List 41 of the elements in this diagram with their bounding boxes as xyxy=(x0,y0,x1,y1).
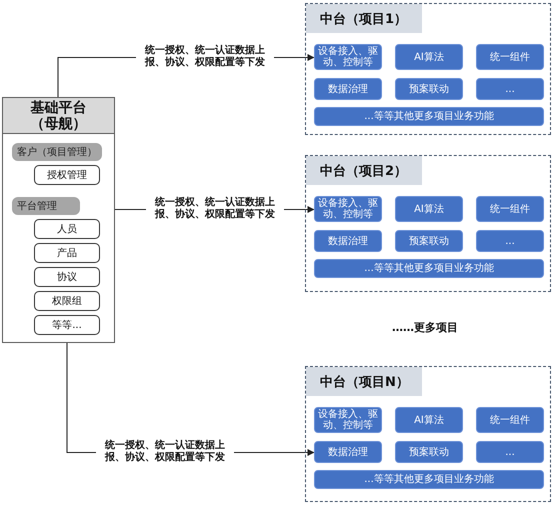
project-frame xyxy=(305,155,551,292)
feature-tile: 设备接入、驱动、控制等 xyxy=(314,407,382,433)
edge-label: 统一授权、统一认证数据上报、协议、权限配置等下发 xyxy=(136,44,274,70)
edge-label: 统一授权、统一认证数据上报、协议、权限配置等下发 xyxy=(146,196,284,222)
feature-tile: AI算法 xyxy=(395,196,463,222)
feature-banner: ...等等其他更多项目业务功能 xyxy=(314,107,544,126)
feature-tile: AI算法 xyxy=(395,407,463,433)
menu-item: 授权管理 xyxy=(34,165,100,185)
menu-item: 协议 xyxy=(34,267,100,287)
category-header: 客户（项目管理） xyxy=(12,143,102,161)
menu-item: 人员 xyxy=(34,219,100,239)
project-header: 中台（项目2） xyxy=(306,156,422,185)
note-text: ……更多项目 xyxy=(392,320,458,335)
project-frame xyxy=(305,3,551,135)
feature-banner: ...等等其他更多项目业务功能 xyxy=(314,470,544,489)
platform-panel xyxy=(2,97,115,343)
feature-tile: 数据治理 xyxy=(314,230,382,252)
feature-tile: 预案联动 xyxy=(395,441,463,463)
menu-item: 等等... xyxy=(34,315,100,335)
feature-banner: ...等等其他更多项目业务功能 xyxy=(314,259,544,278)
feature-tile: 数据治理 xyxy=(314,78,382,100)
feature-tile: AI算法 xyxy=(395,44,463,70)
feature-tile: 预案联动 xyxy=(395,230,463,252)
feature-tile: 统一组件 xyxy=(476,407,544,433)
feature-tile: 统一组件 xyxy=(476,44,544,70)
edge-label: 统一授权、统一认证数据上报、协议、权限配置等下发 xyxy=(96,439,234,465)
feature-tile: 数据治理 xyxy=(314,441,382,463)
category-header: 平台管理 xyxy=(12,197,80,215)
feature-tile: 设备接入、驱动、控制等 xyxy=(314,44,382,70)
panel-header: 基础平台（母舰） xyxy=(3,98,114,134)
project-header: 中台（项目N） xyxy=(306,367,422,396)
project-frame xyxy=(305,366,551,502)
project-header: 中台（项目1） xyxy=(306,4,422,33)
feature-tile: 统一组件 xyxy=(476,196,544,222)
feature-tile: ... xyxy=(476,441,544,463)
feature-tile: ... xyxy=(476,230,544,252)
feature-tile: ... xyxy=(476,78,544,100)
menu-item: 权限组 xyxy=(34,291,100,311)
feature-tile: 预案联动 xyxy=(395,78,463,100)
menu-item: 产品 xyxy=(34,243,100,263)
feature-tile: 设备接入、驱动、控制等 xyxy=(314,196,382,222)
